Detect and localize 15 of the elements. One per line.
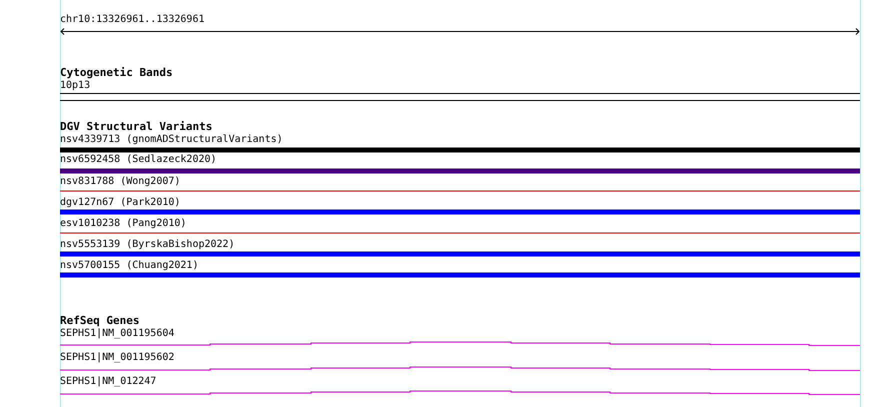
gene-label: SEPHS1|NM_001195604 (60, 328, 174, 340)
variant-label: nsv6592458 (Sedlazeck2020) (60, 154, 217, 166)
track-title: RefSeq Genes (60, 315, 140, 327)
variant-label: nsv5553139 (ByrskaBishop2022) (60, 239, 235, 251)
gene-label: SEPHS1|NM_001195602 (60, 352, 174, 364)
variant-label: nsv5700155 (Chuang2021) (60, 260, 198, 272)
band-label: 10p13 (60, 80, 90, 92)
location-label: chr10:13326961..13326961 (60, 14, 204, 26)
variant-label: nsv831788 (Wong2007) (60, 176, 180, 188)
variant-label: nsv4339713 (gnomADStructuralVariants) (60, 134, 283, 146)
track-title: Cytogenetic Bands (60, 67, 173, 79)
track-title: DGV Structural Variants (60, 121, 212, 133)
variant-label: dgv127n67 (Park2010) (60, 197, 180, 209)
gene-label: SEPHS1|NM_012247 (60, 376, 156, 388)
variant-label: esv1010238 (Pang2010) (60, 218, 186, 230)
